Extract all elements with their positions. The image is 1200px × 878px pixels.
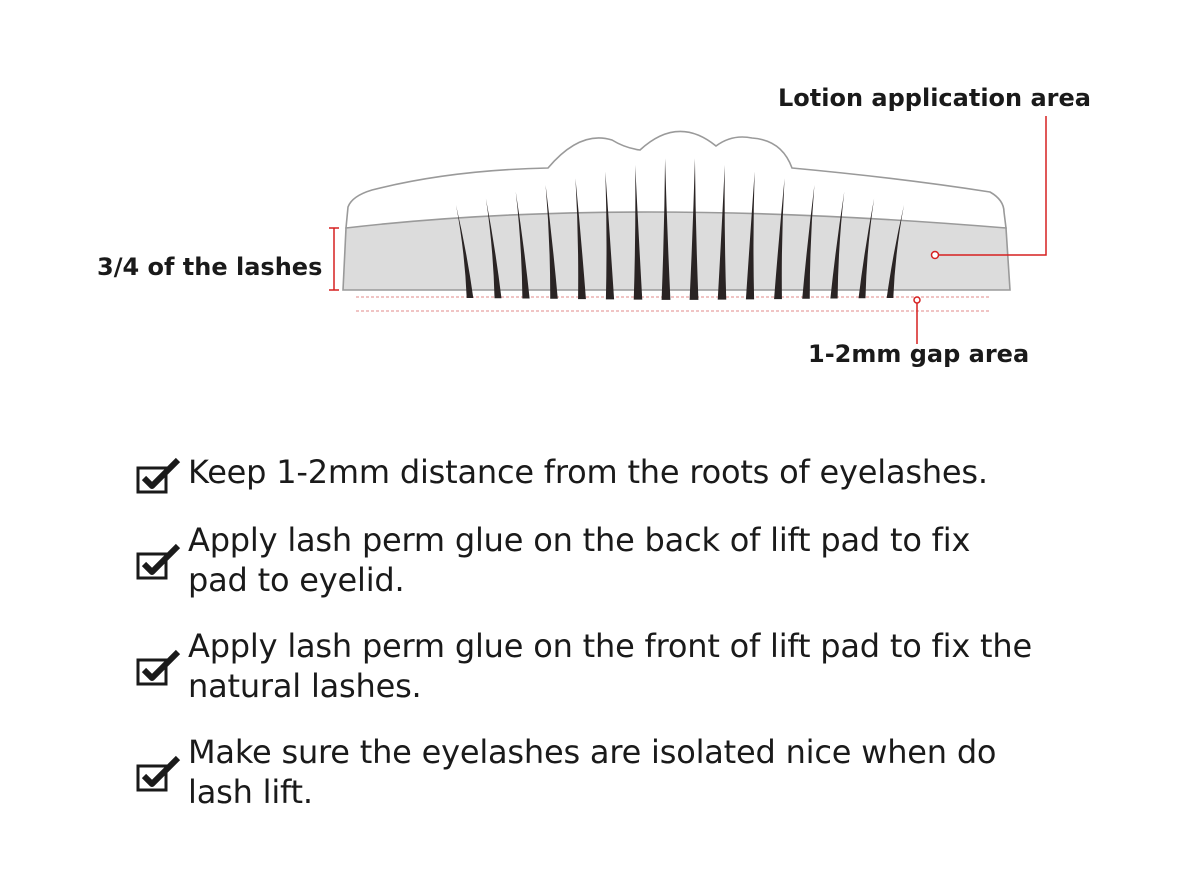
eyelash [515,191,530,299]
lift-pad-diagram: Lotion application area 3/4 of the lashe… [0,0,1200,420]
eyelash [545,185,558,299]
lift-pad-illustration [329,116,1047,344]
instruction-text: Keep 1-2mm distance from the roots of ey… [188,453,988,491]
label-lotion-application-area: Lotion application area [778,84,1091,112]
instruction-item: Apply lash perm glue on the back of lift… [132,520,1132,600]
leader-lotion-area [938,116,1047,256]
checkbox-checked-icon [136,543,181,580]
eyelashes [456,158,904,300]
instruction-list: Keep 1-2mm distance from the roots of ey… [132,452,1132,812]
checkbox-checked-icon [136,649,181,686]
instruction-text: Make sure the eyelashes are isolated nic… [188,733,997,811]
eyelash [661,158,671,300]
eyelash [745,171,755,300]
eyelash [485,198,502,299]
label-three-quarter-lashes: 3/4 of the lashes [97,253,323,281]
checkbox-checked-icon [136,755,181,792]
eyelash [605,171,615,300]
instruction-item: Keep 1-2mm distance from the roots of ey… [132,452,1132,494]
instruction-text: Apply lash perm glue on the front of lif… [188,627,1032,705]
eyelash [858,198,875,299]
instruction-text: Apply lash perm glue on the back of lift… [188,521,971,599]
eyelash [689,158,699,300]
eyelash [774,178,785,300]
lotion-application-zone [342,211,1011,291]
eyelash [456,205,474,298]
eyelash [717,165,727,300]
checkbox-checked-icon [136,457,181,494]
eyelash [633,165,643,300]
leader-lotion-dot [930,250,940,260]
lift-pad-top [345,130,1007,229]
eyelash [830,191,845,299]
eyelash [802,185,815,299]
instruction-item: Make sure the eyelashes are isolated nic… [132,732,1132,812]
label-gap-area: 1-2mm gap area [808,340,1030,368]
leader-gap-dot [913,296,921,304]
eyelash [886,205,904,298]
instruction-item: Apply lash perm glue on the front of lif… [132,626,1132,706]
eyelash [575,178,586,300]
